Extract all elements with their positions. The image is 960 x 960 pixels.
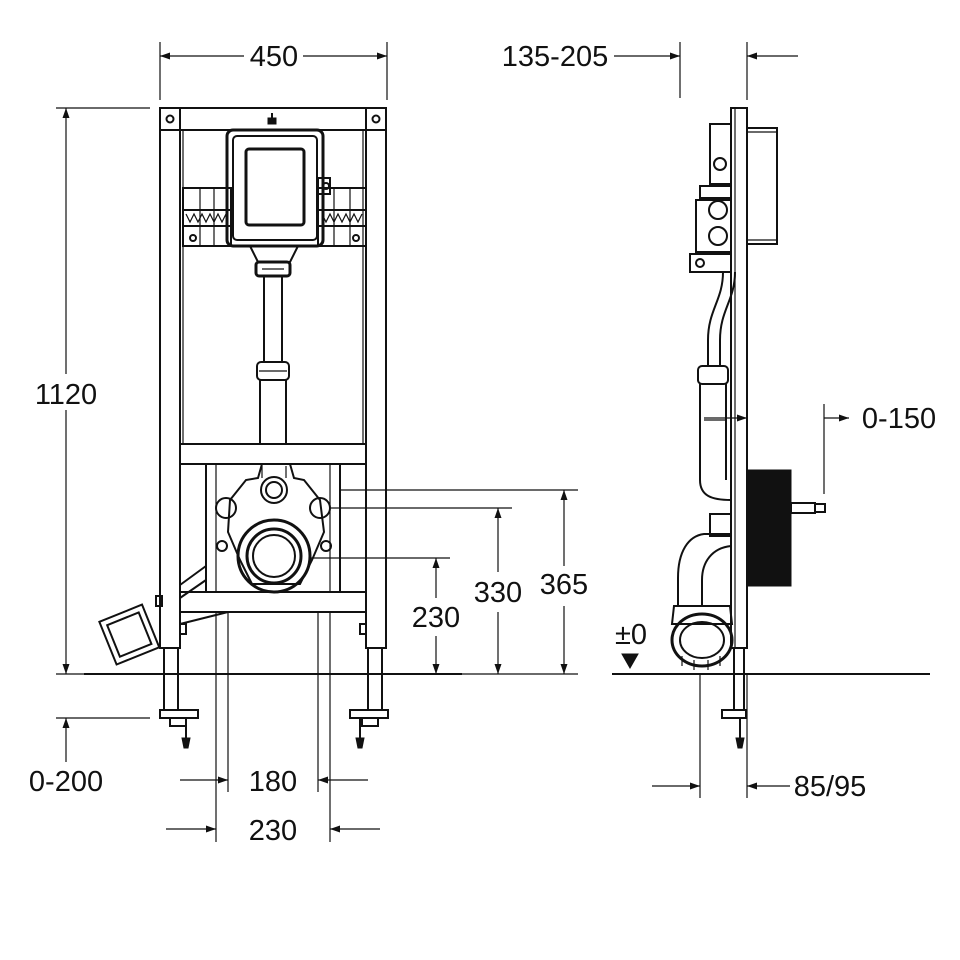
dim-230-vertical-label: 230 — [412, 602, 460, 634]
side-upright — [730, 107, 748, 649]
angle-brace — [98, 565, 367, 666]
side-mounting-block — [746, 469, 792, 587]
flush-pipe — [249, 245, 299, 445]
dim-135-205-label: 135-205 — [502, 41, 608, 73]
bottom-rail — [179, 591, 367, 613]
middle-rail — [179, 443, 367, 465]
dim-1120-label: 1120 — [35, 379, 97, 411]
dim-450-label: 450 — [250, 41, 298, 73]
left-upright — [159, 107, 181, 649]
dim-0-150-label: 0-150 — [862, 403, 936, 435]
outlet-assembly — [205, 463, 341, 594]
dim-365-label: 365 — [540, 569, 588, 601]
dim-floor-level-label: ±0 — [615, 619, 647, 651]
floor-level-marker — [621, 653, 639, 670]
right-foot — [349, 647, 389, 749]
cistern — [225, 117, 331, 248]
side-cistern — [746, 127, 778, 245]
dim-230-bottom-label: 230 — [249, 815, 297, 847]
dim-85-95-label: 85/95 — [794, 771, 867, 803]
side-view — [670, 107, 826, 749]
right-upright — [365, 107, 387, 649]
cistern-bracket — [182, 187, 367, 247]
dim-180-label: 180 — [249, 766, 297, 798]
dim-0-200-label: 0-200 — [29, 766, 103, 798]
dim-330-label: 330 — [474, 577, 522, 609]
front-view — [98, 107, 389, 749]
left-foot — [159, 647, 199, 749]
